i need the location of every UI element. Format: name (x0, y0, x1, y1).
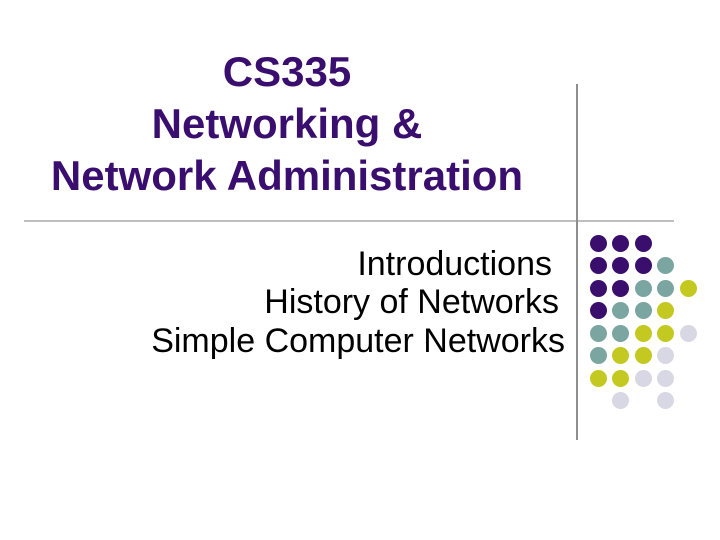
decorative-dot (634, 234, 652, 252)
decorative-dot (612, 369, 629, 387)
decorative-dot (589, 234, 607, 252)
decorative-dot (634, 324, 652, 342)
decorative-dot (634, 279, 652, 297)
decorative-dot (634, 347, 652, 364)
decorative-dot (634, 302, 652, 319)
decorative-dot (612, 234, 629, 252)
decorative-dot (589, 257, 607, 274)
title-line-1: CS335 (222, 48, 352, 95)
decorative-dot (657, 257, 674, 274)
decorative-dot (589, 369, 607, 387)
decorative-dot (612, 279, 629, 297)
body-line-1: Introductions (357, 245, 552, 283)
decorative-dot (612, 302, 629, 319)
decorative-dot (657, 369, 674, 387)
decorative-dot (634, 369, 652, 387)
decorative-dot (679, 279, 697, 297)
decorative-dot (657, 324, 674, 342)
title-line-2: Networking & (151, 100, 423, 147)
decorative-dot (612, 324, 629, 342)
title-divider-line (24, 220, 674, 222)
decorative-dot (657, 392, 674, 409)
decorative-dot (589, 347, 607, 364)
vertical-divider-line (576, 84, 578, 440)
decorative-dot (589, 324, 607, 342)
slide-body-text: Introductions History of Networks Simple… (151, 245, 565, 360)
body-line-3: Simple Computer Networks (151, 321, 565, 360)
decorative-dot (657, 347, 674, 364)
decorative-dot (589, 279, 607, 297)
decorative-dot (657, 302, 674, 319)
decorative-dot (589, 302, 607, 319)
slide-title: CS335 Networking & Network Administratio… (24, 46, 550, 202)
title-line-3: Network Administration (50, 152, 524, 199)
decorative-dot (634, 257, 652, 274)
decorative-dot (612, 257, 629, 274)
decorative-dot (612, 392, 629, 409)
body-line-2: History of Networks (264, 283, 559, 322)
decorative-dot (679, 324, 697, 342)
decorative-dot (657, 279, 674, 297)
decorative-dot (612, 347, 629, 364)
